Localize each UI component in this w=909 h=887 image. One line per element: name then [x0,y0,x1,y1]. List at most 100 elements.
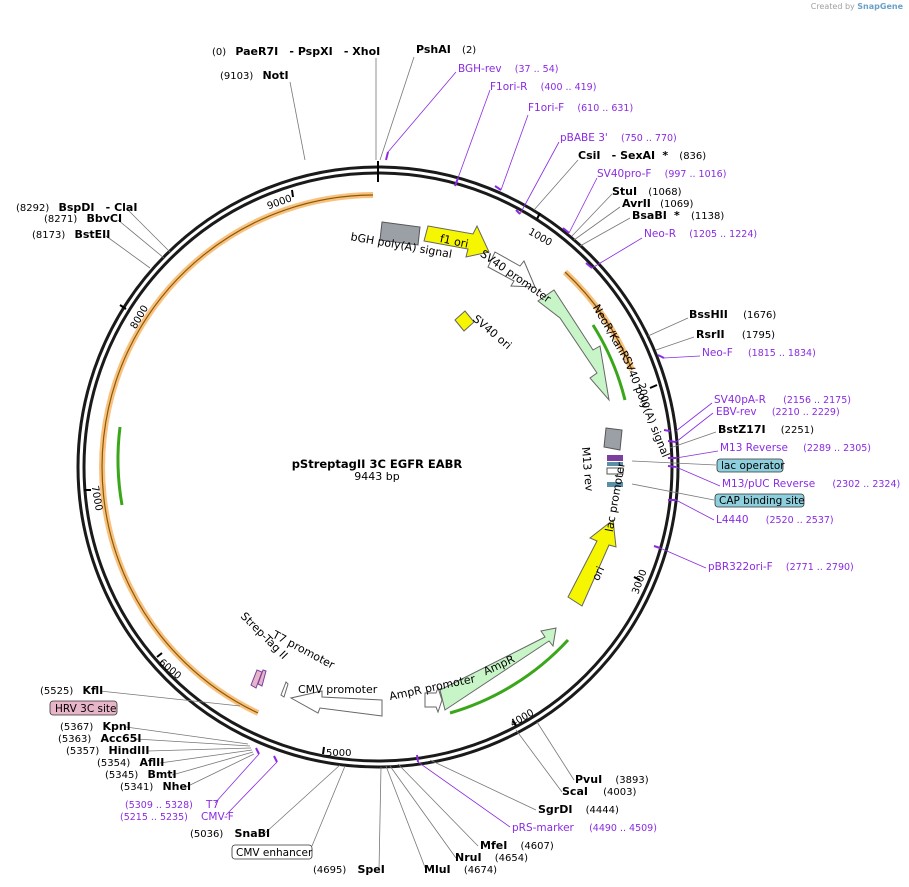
enzyme-rsrii-group: RsrII (1795) [696,328,775,341]
primer-t7: T7 [205,799,219,811]
tick-label-3000: 3000 [631,568,650,596]
primer-pbr322ori-f-range: (2771 .. 2790) [786,562,854,573]
enzyme-leaders-left [99,209,255,788]
enzyme-acc65i-pos: (5363) [58,734,91,745]
enzyme-hindiii-group: (5357) HindIII [66,744,149,757]
enzyme-spei-pos: (4695) [313,865,346,876]
watermark-brand: SnapGene [857,2,903,11]
enzyme-mfei: MfeI [480,839,507,852]
lac-operator-box [716,458,784,473]
orf-arc-right-line [564,271,633,371]
primer-bgh-rev-group: BGH-rev (37 .. 54) [458,63,558,75]
enzyme-bstz17i-pos: (2251) [781,425,814,436]
enzyme-aflii-pos: (5354) [97,758,130,769]
enzyme-clai: - ClaI [106,201,138,214]
enzyme-kfli-group: (5525) KflI [40,684,103,697]
enzyme-bsshii: BssHII [689,308,728,321]
primer-t7-range: (5309 .. 5328) [125,800,193,811]
primer-bgh-rev: BGH-rev [458,63,502,75]
enzyme-bmti: BmtI [147,768,176,781]
enzyme-nrui-group: NruI (4654) [455,851,528,864]
enzyme-scai-pos: (4003) [603,787,636,798]
primer-m13-reverse-group: M13 Reverse (2289 .. 2305) [720,442,871,454]
enzyme-kfli: KflI [82,684,103,697]
enzyme-sexai: - SexAI [612,149,655,162]
t7-promoter-feature [280,681,289,698]
primer-sv40pa-r-range: (2156 .. 2175) [783,395,851,406]
feature-label-sv40-promoter: SV40 promoter [478,247,554,306]
hrv-3c-site-box [49,700,118,716]
tick-label-4000: 4000 [509,708,537,730]
sv40-promoter-arrow [487,251,536,288]
enzyme-paer7i-pos: (0) [212,47,226,58]
cmv-enhancer-label: CMV enhancer [236,847,313,859]
primer-f1ori-r: F1ori-R [490,81,527,93]
primer-prs-marker: pRS-marker [512,822,575,834]
primer-cmv-f-range: (5215 .. 5235) [120,812,188,823]
leader-pshai [379,56,415,161]
enzyme-stui: StuI [612,185,637,198]
lac-promoter-feature [606,467,624,475]
primer-ebv-rev-range: (2210 .. 2229) [772,407,840,418]
m13-rev-feature [607,455,623,461]
cmv-enhancer-box [231,844,313,860]
cap-binding-site-box [714,493,805,508]
green-orf-right [591,324,627,401]
enzyme-pvui: PvuI [575,773,602,786]
ampr-arrow [439,627,557,711]
primer-marks [255,151,677,763]
primer-f1ori-f-group: F1ori-F (610 .. 631) [528,102,633,114]
enzyme-avrii-pos: (1069) [660,199,693,210]
primer-m13-puc-group: M13/pUC Reverse (2302 .. 2324) [722,478,900,490]
primer-l4440-group: L4440 (2520 .. 2537) [716,514,834,526]
primer-prs-marker-group: pRS-marker (4490 .. 4509) [512,822,657,834]
enzyme-pshai-group: PshAI (2) [416,43,476,56]
enzyme-bspdi-pos: (8292) [16,203,49,214]
cmv-promoter-arrow [289,690,383,717]
primer-pbr322ori-f-group: pBR322ori-F (2771 .. 2790) [708,561,854,573]
primer-f1ori-f-range: (610 .. 631) [577,103,633,114]
hrv-3c-feature [257,669,267,687]
primer-neo-r-group: Neo-R (1205 .. 1224) [644,228,757,240]
enzyme-stui-group: StuI (1068) [612,185,682,198]
enzyme-mlui-group: MluI (4674) [424,863,497,876]
tick-label-7000: 7000 [89,485,104,512]
enzyme-nrui-pos: (4654) [495,853,528,864]
enzyme-bsabi: BsaBI [632,209,667,222]
primer-m13-reverse: M13 Reverse [720,442,788,454]
enzyme-mfei-pos: (4607) [520,841,553,852]
enzyme-aflii: AflII [139,756,164,769]
enzyme-bsabi-star: * [674,209,680,222]
feature-label-cmv-promoter: CMV promoter [298,683,378,696]
bgh-polya-feature [379,221,421,246]
enzyme-scai: ScaI [562,785,588,798]
primer-l4440-range: (2520 .. 2537) [766,515,834,526]
primer-leaders [387,71,721,569]
primer-m13-reverse-range: (2289 .. 2305) [803,443,871,454]
enzyme-bmti-group: (5345) BmtI [105,768,177,781]
primer-sv40pro-f: SV40pro-F [597,168,651,180]
primer-leaders-left [214,753,278,816]
primer-t7-group: (5309 .. 5328) T7 [125,799,219,811]
sv40-ori-feature [454,310,475,332]
enzyme-sgrdi: SgrDI [538,803,572,816]
primer-prs-marker-range: (4490 .. 4509) [589,823,657,834]
enzyme-pvui-group: PvuI (3893) [575,773,649,786]
enzyme-paer7i-group: (0) PaeR7I - PspXI - XhoI [212,45,380,58]
primer-neo-f-group: Neo-F (1815 .. 1834) [702,347,816,359]
lac-operator-feature [607,462,623,466]
enzyme-bbvci-group: (8271) BbvCI [44,212,122,225]
orf-arc-large [99,192,374,716]
enzyme-kpni-pos: (5367) [60,722,93,733]
enzyme-bstz17i: BstZ17I [718,423,766,436]
orf-arc-large-line [101,194,374,714]
enzyme-bsteii: BstEII [74,228,110,241]
feature-label-f1-ori: f1 ori [439,232,470,251]
enzyme-nhei: NheI [162,780,191,793]
leader-noti [289,81,306,161]
enzyme-avrii-group: AvrII (1069) [622,197,693,210]
primer-pbabe-3: pBABE 3' [560,132,608,144]
enzyme-rsrii-pos: (1795) [742,330,775,341]
green-orf-bottom [449,638,570,715]
enzyme-mlui-pos: (4674) [464,865,497,876]
